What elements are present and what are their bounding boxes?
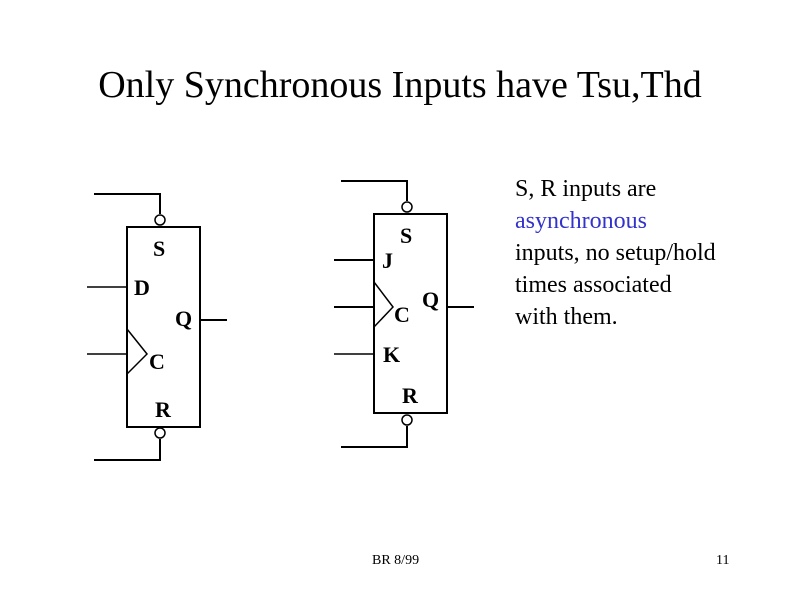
jk-reset-inversion-bubble [401, 414, 413, 426]
d-set-wire [94, 193, 161, 214]
d-set-inversion-bubble [154, 214, 166, 226]
jk-reset-wire [341, 426, 408, 448]
note-line-4: times associated [515, 272, 672, 298]
jk-pin-s-label: S [400, 223, 412, 248]
slide-title: Only Synchronous Inputs have Tsu,Thd [98, 64, 702, 106]
note-line-5: with them. [515, 304, 618, 330]
note-line-2-highlight: asynchronous [515, 208, 647, 234]
jk-pin-q-label: Q [422, 287, 439, 312]
explanation-note: S, R inputs are asynchronous inputs, no … [515, 173, 775, 333]
jk-flipflop-body [373, 213, 448, 414]
d-reset-inversion-bubble [154, 427, 166, 439]
d-pin-s-label: S [153, 236, 165, 261]
d-reset-wire [94, 439, 161, 461]
note-line-3: inputs, no setup/hold [515, 240, 716, 266]
jk-flipflop [334, 180, 474, 448]
d-pin-q-label: Q [175, 306, 192, 331]
slide-page-number: 11 [716, 553, 730, 568]
d-flipflop [87, 193, 227, 461]
d-pin-r-label: R [155, 397, 172, 422]
d-flipflop-body [126, 226, 201, 428]
jk-pin-k-label: K [383, 342, 400, 367]
d-clock-triangle-icon [126, 328, 149, 375]
d-pin-d-label: D [134, 275, 150, 300]
d-pin-c-label: C [149, 349, 165, 374]
jk-set-wire [341, 180, 408, 201]
footer-author-date: BR 8/99 [372, 553, 420, 568]
note-line-1: S, R inputs are [515, 176, 657, 202]
jk-pin-r-label: R [402, 383, 419, 408]
jk-pin-j-label: J [382, 248, 393, 273]
jk-pin-c-label: C [394, 302, 410, 327]
jk-set-inversion-bubble [401, 201, 413, 213]
jk-clock-triangle-icon [373, 281, 394, 328]
